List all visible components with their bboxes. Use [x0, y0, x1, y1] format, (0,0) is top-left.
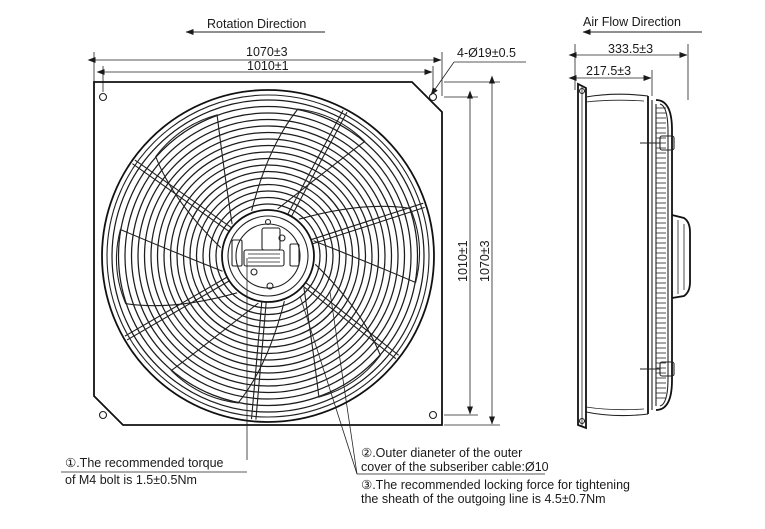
fan-blade [251, 108, 366, 212]
guard-strut [255, 301, 267, 420]
note-2: ②.Outer dianeter of the outer cover of t… [299, 295, 549, 475]
guard-ring [137, 125, 399, 387]
guard-strut [287, 109, 344, 215]
fan-blade [115, 228, 238, 307]
hole-spec-callout: 4-Ø19±0.5 [430, 46, 526, 96]
guard-ring [163, 151, 373, 361]
note-3: ③.The recommended locking force for tigh… [329, 291, 630, 506]
note-3-line-2: the sheath of the outgoing line is 4.5±0… [361, 492, 606, 506]
guard-ring [169, 157, 367, 355]
mount-hole-top-right [428, 92, 438, 102]
note-1-line-1: ①.The recommended torque [65, 456, 224, 470]
guard-ring [195, 183, 341, 329]
fan-guard [101, 89, 435, 423]
guard-strut [291, 111, 348, 217]
depth-total-dimension: 333.5±3 [608, 42, 653, 56]
rotation-direction-indicator: Rotation Direction [185, 17, 325, 35]
fan-side-view [577, 82, 691, 430]
guard-strut [305, 282, 399, 356]
air-flow-direction-indicator: Air Flow Direction [582, 15, 702, 35]
note-1-line-2: of M4 bolt is 1.5±0.5Nm [65, 473, 197, 487]
guard-ring [130, 118, 406, 394]
depth-partial-dimension: 217.5±3 [586, 64, 631, 78]
width-dimensions: 1070±3 1010±1 [87, 45, 443, 96]
mount-hole-bottom-left [98, 410, 108, 420]
guard-ring [202, 190, 334, 322]
note-2-line-1: ②.Outer dianeter of the outer [361, 446, 522, 460]
guard-strut [310, 202, 424, 241]
guard-ring [156, 144, 380, 368]
note-2-line-2: cover of the subseriber cable:Ø10 [361, 460, 549, 474]
guard-ring [215, 203, 321, 309]
guard-ring [150, 138, 386, 374]
guard-ring [124, 112, 412, 400]
height-inner-dimension: 1010±1 [456, 240, 470, 282]
note-1: ①.The recommended torque of M4 bolt is 1… [61, 258, 248, 487]
mount-hole-top-left [98, 92, 108, 102]
fan-blade [298, 205, 421, 284]
guard-ring [182, 170, 354, 342]
guard-strut [312, 206, 425, 245]
mount-hole-bottom-right [428, 410, 438, 420]
fan-frame [93, 81, 443, 426]
guard-ring [143, 131, 393, 381]
fan-blade [170, 300, 285, 404]
fan-blade [155, 114, 233, 249]
guard-ring [189, 177, 347, 335]
guard-strut [126, 280, 230, 341]
guard-ring [176, 164, 360, 348]
guard-ring [208, 196, 328, 316]
height-outer-dimension: 1070±3 [478, 240, 492, 282]
guard-ring [111, 99, 425, 413]
fan-blade [303, 263, 381, 398]
guard-strut [250, 301, 263, 420]
rotation-direction-label: Rotation Direction [207, 17, 306, 31]
width-inner-dimension: 1010±1 [247, 59, 289, 73]
guard-strut [134, 159, 232, 229]
guard-ring [117, 105, 419, 407]
note-3-line-1: ③.The recommended locking force for tigh… [361, 478, 630, 492]
motor-hub [221, 209, 315, 303]
guard-strut [132, 163, 230, 232]
guard-strut [302, 285, 397, 360]
guard-strut [124, 276, 228, 337]
depth-dimensions: 333.5±3 217.5±3 [568, 42, 689, 100]
air-flow-direction-label: Air Flow Direction [583, 15, 681, 29]
height-dimensions: 1010±1 1070±3 [444, 75, 500, 426]
hole-spec-label: 4-Ø19±0.5 [457, 46, 516, 60]
width-outer-dimension: 1070±3 [246, 45, 288, 59]
